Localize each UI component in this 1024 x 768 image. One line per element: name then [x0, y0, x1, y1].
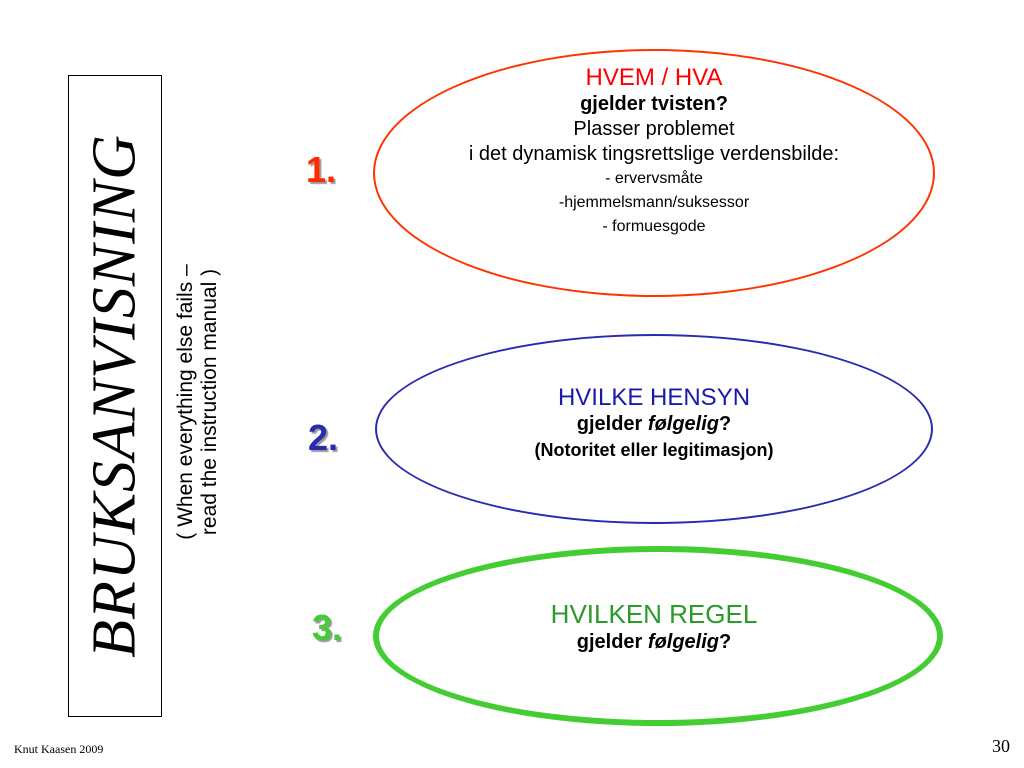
step-1-number: 1. [306, 149, 337, 190]
step-2-line-1: gjelder følgelig? [393, 412, 915, 437]
step-1-item: -hjemmelsmann/suksessor [558, 194, 750, 211]
step-3-italic: følgelig [647, 631, 720, 653]
step-3-ellipse [373, 546, 943, 726]
step-2-content: HVILKE HENSYN gjelder følgelig? (Notorit… [393, 384, 915, 463]
subtitle-line-2: read the instruction manual ) [198, 268, 221, 536]
subtitle: ( When everything else fails – read the … [174, 264, 222, 539]
step-2-heading: HVILKE HENSYN [557, 384, 751, 411]
step-1-item: - formuesgode [602, 218, 706, 235]
step-1-line-2: Plasser problemet [573, 118, 735, 140]
step-2-prefix: gjelder [576, 413, 648, 435]
subtitle-line-1: ( When everything else fails – [174, 264, 197, 540]
step-2-line-2: (Notoritet eller legitimasjon) [534, 440, 774, 460]
step-1-line-3: i det dynamisk tingsrettslige verdensbil… [468, 143, 840, 165]
step-3-content: HVILKEN REGEL gjelder følgelig? [393, 598, 915, 655]
step-2-number: 2. [308, 417, 339, 458]
step-1-item: - ervervsmåte [605, 170, 703, 187]
step-3-heading: HVILKEN REGEL [550, 599, 758, 629]
step-3-prefix: gjelder [576, 631, 648, 653]
step-1-content: HVEM / HVA gjelder tvisten? Plasser prob… [393, 64, 915, 239]
step-2-italic: følgelig [647, 413, 720, 435]
step-1-heading: HVEM / HVA [585, 64, 723, 91]
page-number: 30 [992, 736, 1010, 756]
step-3-suffix: ? [719, 631, 732, 653]
step-1-line-1: gjelder tvisten? [580, 93, 728, 115]
step-2-ellipse [375, 334, 933, 524]
footer-author: Knut Kaasen 2009 [14, 742, 104, 756]
title-box: BRUKSANVISNING [68, 75, 162, 717]
step-3-number: 3. [312, 607, 343, 648]
side-title: BRUKSANVISNING [80, 134, 149, 658]
step-1-ellipse [373, 49, 935, 297]
step-3-line-1: gjelder følgelig? [393, 630, 915, 655]
step-2-suffix: ? [719, 413, 732, 435]
